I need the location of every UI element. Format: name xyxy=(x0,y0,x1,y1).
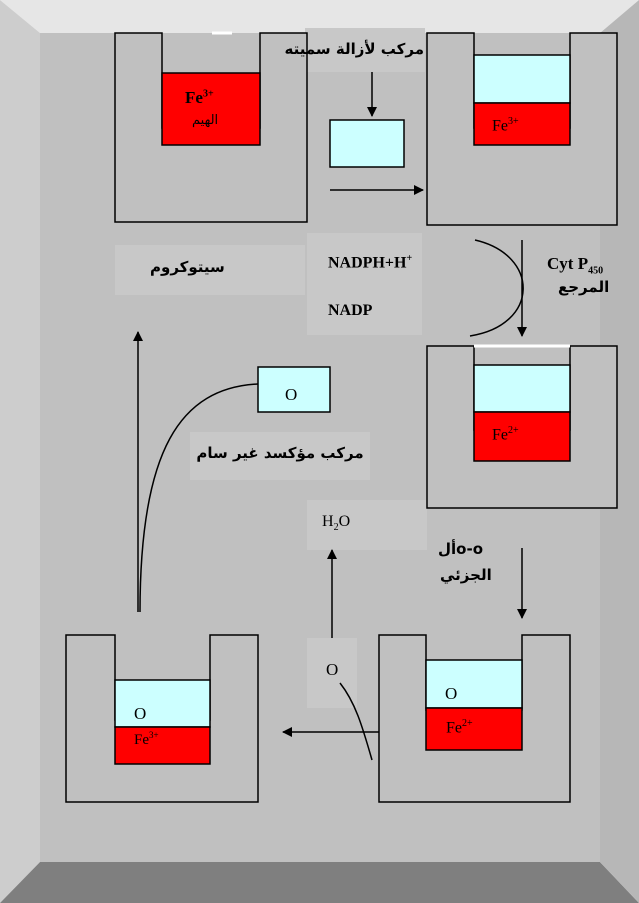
heme-iron-label: Fe3+ xyxy=(185,88,214,107)
cell-bottom-left xyxy=(65,634,259,803)
water-curve xyxy=(339,682,373,761)
product-box xyxy=(257,366,331,413)
heme-caption: الهيم xyxy=(192,113,219,128)
nadph-arc xyxy=(469,239,524,337)
cyt-p450-label: Cyt P450 xyxy=(547,254,604,277)
cell-top-right xyxy=(426,32,618,226)
substrate-block xyxy=(114,679,211,728)
heme-iron-block xyxy=(161,72,261,146)
bottom-left-substrate-o: O xyxy=(134,704,147,723)
toxic-compound-label: مركب لأزالة سميته xyxy=(284,40,425,58)
bottom-right-substrate-o: O xyxy=(445,684,458,703)
incoming-substrate-box xyxy=(329,119,405,168)
cell-middle-right xyxy=(426,344,618,509)
iron-block xyxy=(114,726,211,765)
substrate-block xyxy=(473,364,571,413)
middle-right-iron-label: Fe2+ xyxy=(492,425,519,444)
nadp-label: NADP xyxy=(328,302,373,319)
oxidized-nontoxic-label: مركب مؤكسد غير سام xyxy=(196,444,364,462)
oo-molecule-label: o-oأل xyxy=(438,540,484,558)
cell-bottom-right xyxy=(378,634,571,803)
molecular-label: الجزئي xyxy=(440,566,492,584)
water-label: H2O xyxy=(322,513,351,534)
iron-block xyxy=(473,102,571,146)
nadph-label: NADPH+H+ xyxy=(328,253,413,272)
iron-block xyxy=(425,707,523,751)
product-oxygen: O xyxy=(285,385,298,404)
top-right-iron-label: Fe3+ xyxy=(492,116,519,135)
bottom-left-iron-label: Fe3+ xyxy=(134,730,159,748)
iron-block xyxy=(473,411,571,462)
substrate-block xyxy=(425,659,523,709)
cell-top-left xyxy=(114,31,308,223)
product-release-curve xyxy=(139,383,259,613)
substrate-block xyxy=(473,54,571,104)
oxygen-atom-label: O xyxy=(326,660,339,679)
reduced-label: المرجع xyxy=(558,278,610,296)
bottom-right-iron-label: Fe2+ xyxy=(446,718,473,737)
cytochrome-label: سيتوكروم xyxy=(150,258,225,276)
label-backgrounds xyxy=(115,28,427,708)
